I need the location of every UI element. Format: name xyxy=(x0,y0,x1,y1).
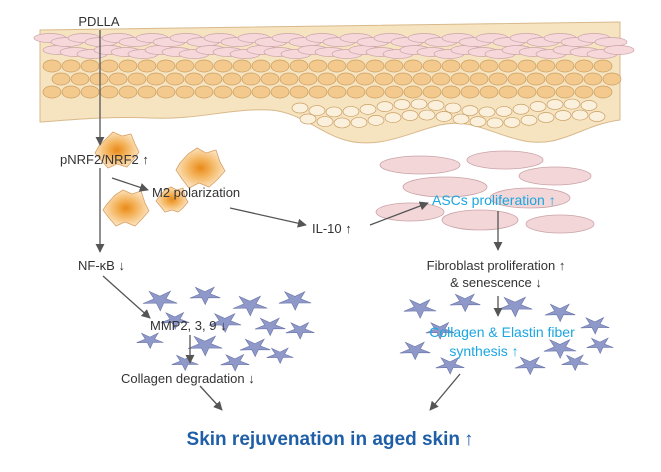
fibroblast-icon xyxy=(142,290,178,312)
stem-cell-icon xyxy=(489,187,571,209)
label-pnrf2: pNRF2/NRF2 ↑ xyxy=(60,152,149,167)
fibroblast-icon xyxy=(543,339,577,359)
fibroblast-icon xyxy=(285,321,315,340)
label-il10: IL-10 ↑ xyxy=(312,221,352,236)
arrow-il10-to-ascs xyxy=(369,201,429,226)
fibroblast-icon xyxy=(136,332,164,350)
stem-cell-icon xyxy=(525,214,595,234)
arrow-degradation-to-outcome xyxy=(199,385,223,411)
skin-tissue-icon xyxy=(33,21,635,144)
label-collagen-degradation: Collagen degradation ↓ xyxy=(121,371,255,386)
label-pdlla: PDLLA xyxy=(78,14,120,29)
labels: PDLLA pNRF2/NRF2 ↑ M2 polarization IL-10… xyxy=(60,14,575,386)
stem-cell-icon xyxy=(518,166,592,186)
stem-cell-icon xyxy=(441,209,519,231)
arrow-collagen-to-outcome xyxy=(429,373,461,411)
fibroblast-icon xyxy=(580,316,610,335)
macrophage-icon xyxy=(94,131,140,169)
label-nfkb: NF-κB ↓ xyxy=(78,258,125,273)
fibroblast-cluster-left xyxy=(136,286,315,372)
fibroblast-icon xyxy=(403,299,437,319)
up-arrow-icon: ↑ xyxy=(464,429,474,450)
macrophage-icon xyxy=(175,147,226,189)
fibroblast-icon xyxy=(220,353,250,372)
fibroblast-icon xyxy=(189,286,221,306)
label-fibroblast-line1: Fibroblast proliferation ↑ xyxy=(427,258,566,273)
arrow-nfkb-to-mmp xyxy=(102,275,151,319)
fibroblast-icon xyxy=(171,354,199,372)
fibroblast-icon xyxy=(586,337,614,355)
fibroblast-icon xyxy=(239,338,271,358)
fibroblast-icon xyxy=(435,356,465,375)
label-fibroblast-line2: & senescence ↓ xyxy=(450,275,542,290)
label-m2-polarization: M2 polarization xyxy=(152,185,240,200)
fibroblast-icon xyxy=(425,321,455,340)
label-collagen-line2: synthesis ↑ xyxy=(449,343,518,359)
fibroblast-icon xyxy=(187,335,223,357)
fibroblast-icon xyxy=(208,313,242,333)
fibroblast-icon xyxy=(544,303,576,323)
fibroblast-icon xyxy=(232,295,268,317)
fibroblast-icon xyxy=(160,311,190,330)
fibroblast-icon xyxy=(399,341,431,361)
fibroblast-icon xyxy=(449,293,481,313)
fibroblast-icon xyxy=(561,354,589,372)
stem-cell-icon xyxy=(402,176,488,198)
fibroblast-icon xyxy=(254,317,286,337)
outcome-title: Skin rejuvenation in aged skin↑ xyxy=(187,429,474,450)
stem-cell-icon xyxy=(466,150,544,170)
outcome-title-text: Skin rejuvenation in aged skin xyxy=(187,429,460,450)
macrophage-icon xyxy=(102,189,150,227)
fibroblast-icon xyxy=(497,296,533,318)
stem-cell-icon xyxy=(379,155,461,175)
label-collagen-line1: Collagen & Elastin fiber xyxy=(429,324,575,340)
macrophage-icon xyxy=(155,186,189,213)
arrows xyxy=(95,30,503,411)
label-mmp: MMP2, 3, 9 ↓ xyxy=(150,318,227,333)
fibroblast-icon xyxy=(514,356,546,376)
label-ascs-proliferation: ASCs proliferation ↑ xyxy=(432,192,556,208)
macrophage-cluster xyxy=(94,131,226,227)
fibroblast-icon xyxy=(278,291,312,311)
arrow-m2-to-il10 xyxy=(229,207,307,228)
arrow-pnrf2-to-m2 xyxy=(111,177,149,192)
fibroblast-icon xyxy=(266,347,294,365)
fibroblast-cluster-right xyxy=(399,293,614,376)
